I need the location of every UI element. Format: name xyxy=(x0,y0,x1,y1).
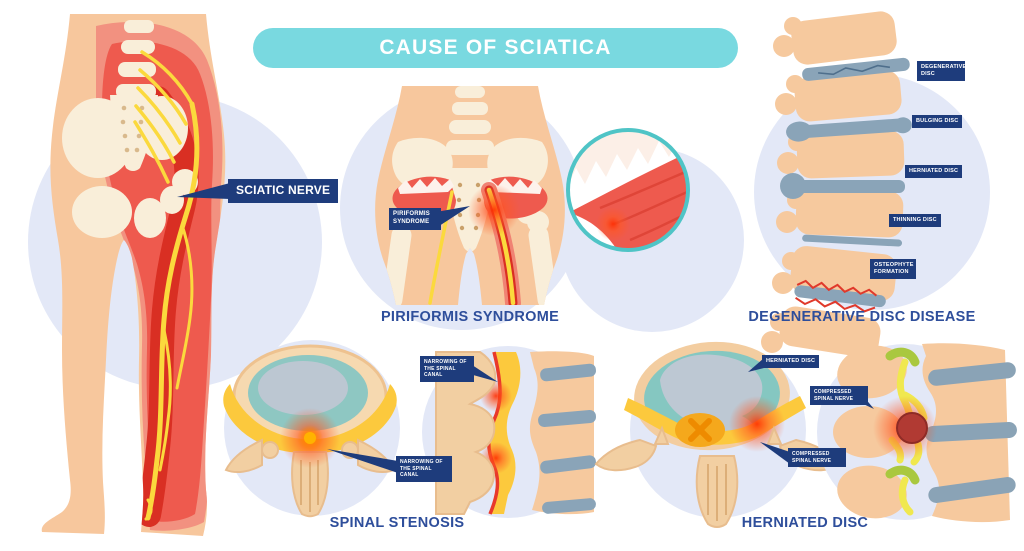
caption-herniated-disc: HERNIATED DISC xyxy=(741,515,869,531)
degenerative-spine xyxy=(754,11,990,358)
label-degenerative-disc: DEGENERATIVE DISC xyxy=(917,61,966,82)
callout-tails xyxy=(177,183,874,473)
herniated-axial-view xyxy=(594,341,842,528)
callout-compressed-nerve-side: COMPRESSED SPINAL NERVE xyxy=(810,386,868,405)
callout-sciatic-nerve: SCIATIC NERVE xyxy=(228,179,339,203)
disc-thinning xyxy=(802,234,903,247)
callout-narrowing-axial: NARROWING OF THE SPINAL CANAL xyxy=(396,456,452,482)
herniated-foraminal-view xyxy=(817,343,1017,523)
label-osteophyte-formation: OSTEOPHYTE FORMATION xyxy=(870,259,916,280)
callout-herniated-disc: HERNIATED DISC xyxy=(762,355,820,369)
disc-degenerative xyxy=(802,57,910,81)
stenosis-sagittal-view xyxy=(422,346,596,518)
title-banner: CAUSE OF SCIATICA xyxy=(253,28,738,68)
sciatic-nerve-lines xyxy=(133,50,200,521)
label-herniated-disc: HERNIATED DISC xyxy=(905,165,963,179)
label-bulging-disc: BULGING DISC xyxy=(912,115,963,129)
callout-compressed-nerve-axial: COMPRESSED SPINAL NERVE xyxy=(788,448,846,467)
callout-narrowing-sagittal: NARROWING OF THE SPINAL CANAL xyxy=(420,356,474,382)
disc-herniated xyxy=(780,173,905,199)
sciatic-nerve-figure xyxy=(28,14,322,536)
pelvis-bones xyxy=(62,20,198,238)
label-thinning-disc: THINNING DISC xyxy=(889,214,941,228)
disc-osteophyte xyxy=(794,279,886,313)
stenosis-axial-view xyxy=(223,340,400,518)
caption-degenerative-disc-disease: DEGENERATIVE DISC DISEASE xyxy=(748,309,976,325)
disc-bulging xyxy=(786,117,912,142)
page-title: CAUSE OF SCIATICA xyxy=(379,36,612,59)
caption-spinal-stenosis: SPINAL STENOSIS xyxy=(329,515,465,531)
callout-piriformis-syndrome: PIRIFORMIS SYNDROME xyxy=(389,208,441,230)
caption-piriformis-syndrome: PIRIFORMIS SYNDROME xyxy=(380,309,560,325)
